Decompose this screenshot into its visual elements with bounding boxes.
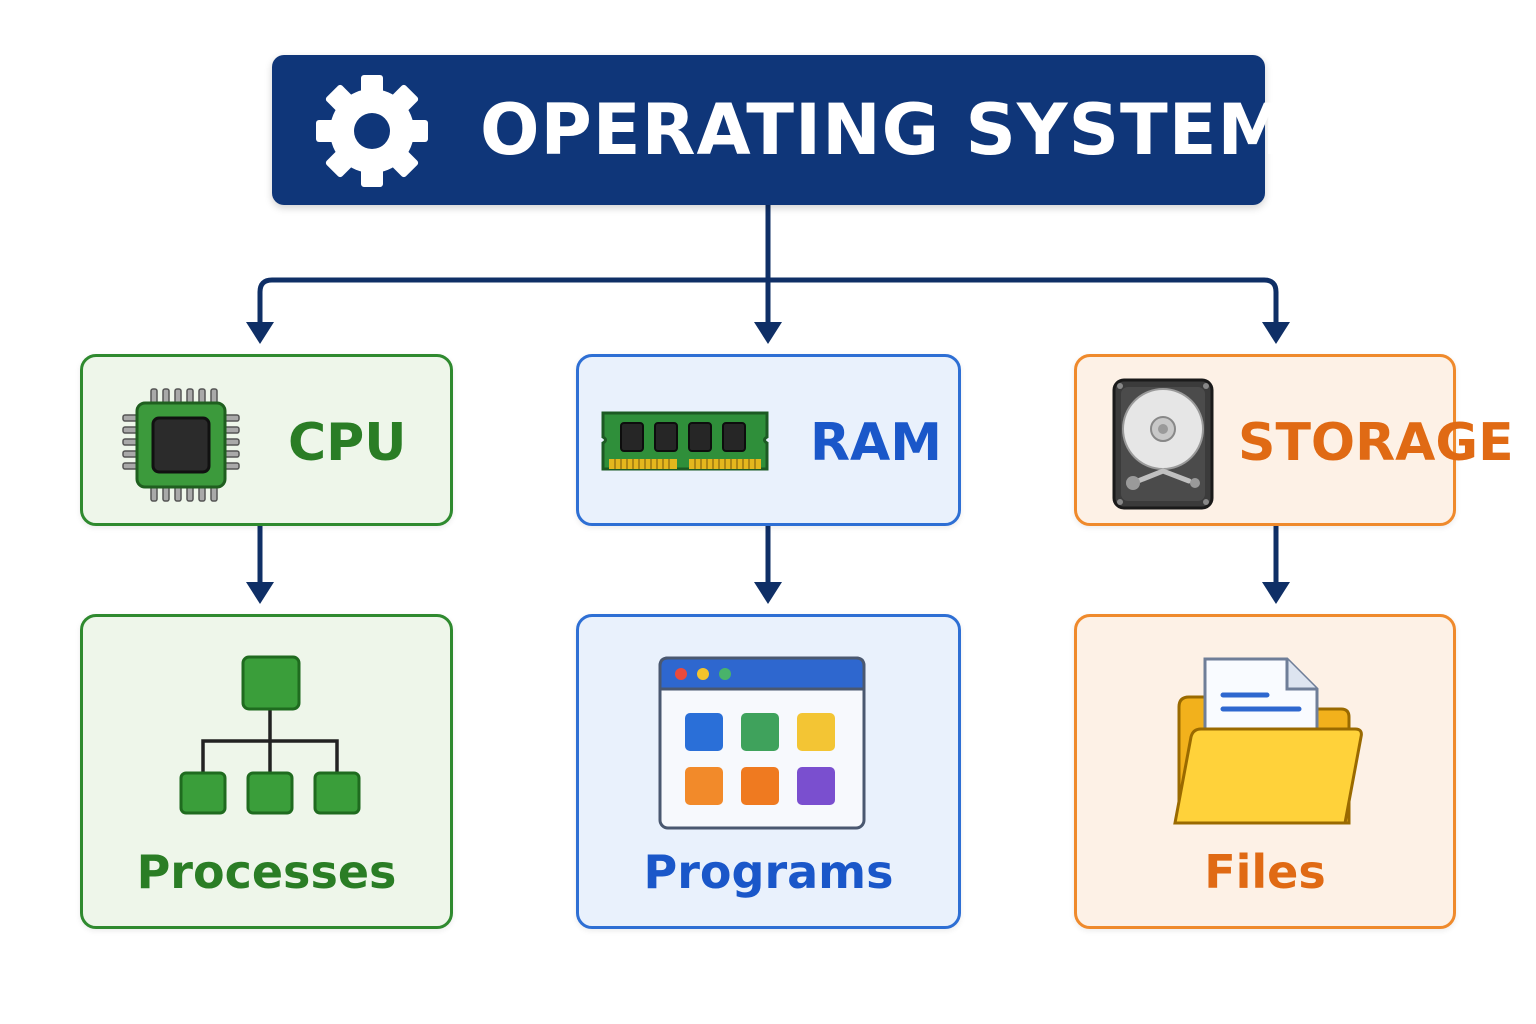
files-label: Files — [1204, 845, 1326, 899]
storage-label: STORAGE — [1238, 413, 1514, 473]
arrowhead-cpu — [246, 322, 274, 344]
arrowhead-ram — [754, 322, 782, 344]
programs-label: Programs — [643, 845, 894, 899]
arrowhead-programs — [754, 582, 782, 604]
storage-box: STORAGE — [1074, 354, 1514, 526]
ram-label: RAM — [810, 413, 943, 473]
connector-branch-right — [765, 277, 1279, 325]
gear-icon — [316, 75, 428, 187]
operating-system-header: OPERATING SYSTEM — [272, 55, 1287, 205]
folder-document-icon — [1173, 657, 1363, 825]
hard-drive-icon — [1112, 378, 1214, 510]
process-tree-icon — [179, 655, 361, 815]
processes-label: Processes — [136, 845, 397, 899]
arrowhead-files — [1262, 582, 1290, 604]
page-title: OPERATING SYSTEM — [480, 89, 1289, 171]
ram-module-icon — [601, 411, 769, 471]
programs-box: Programs — [576, 614, 961, 929]
cpu-chip-icon — [122, 388, 240, 502]
arrowhead-processes — [246, 582, 274, 604]
processes-box: Processes — [80, 614, 453, 929]
connector-branch-left — [257, 277, 771, 325]
files-box: Files — [1074, 614, 1456, 929]
cpu-box: CPU — [80, 354, 453, 526]
ram-box: RAM — [576, 354, 961, 526]
cpu-label: CPU — [288, 413, 407, 473]
arrowhead-storage — [1262, 322, 1290, 344]
app-window-icon — [658, 656, 866, 830]
